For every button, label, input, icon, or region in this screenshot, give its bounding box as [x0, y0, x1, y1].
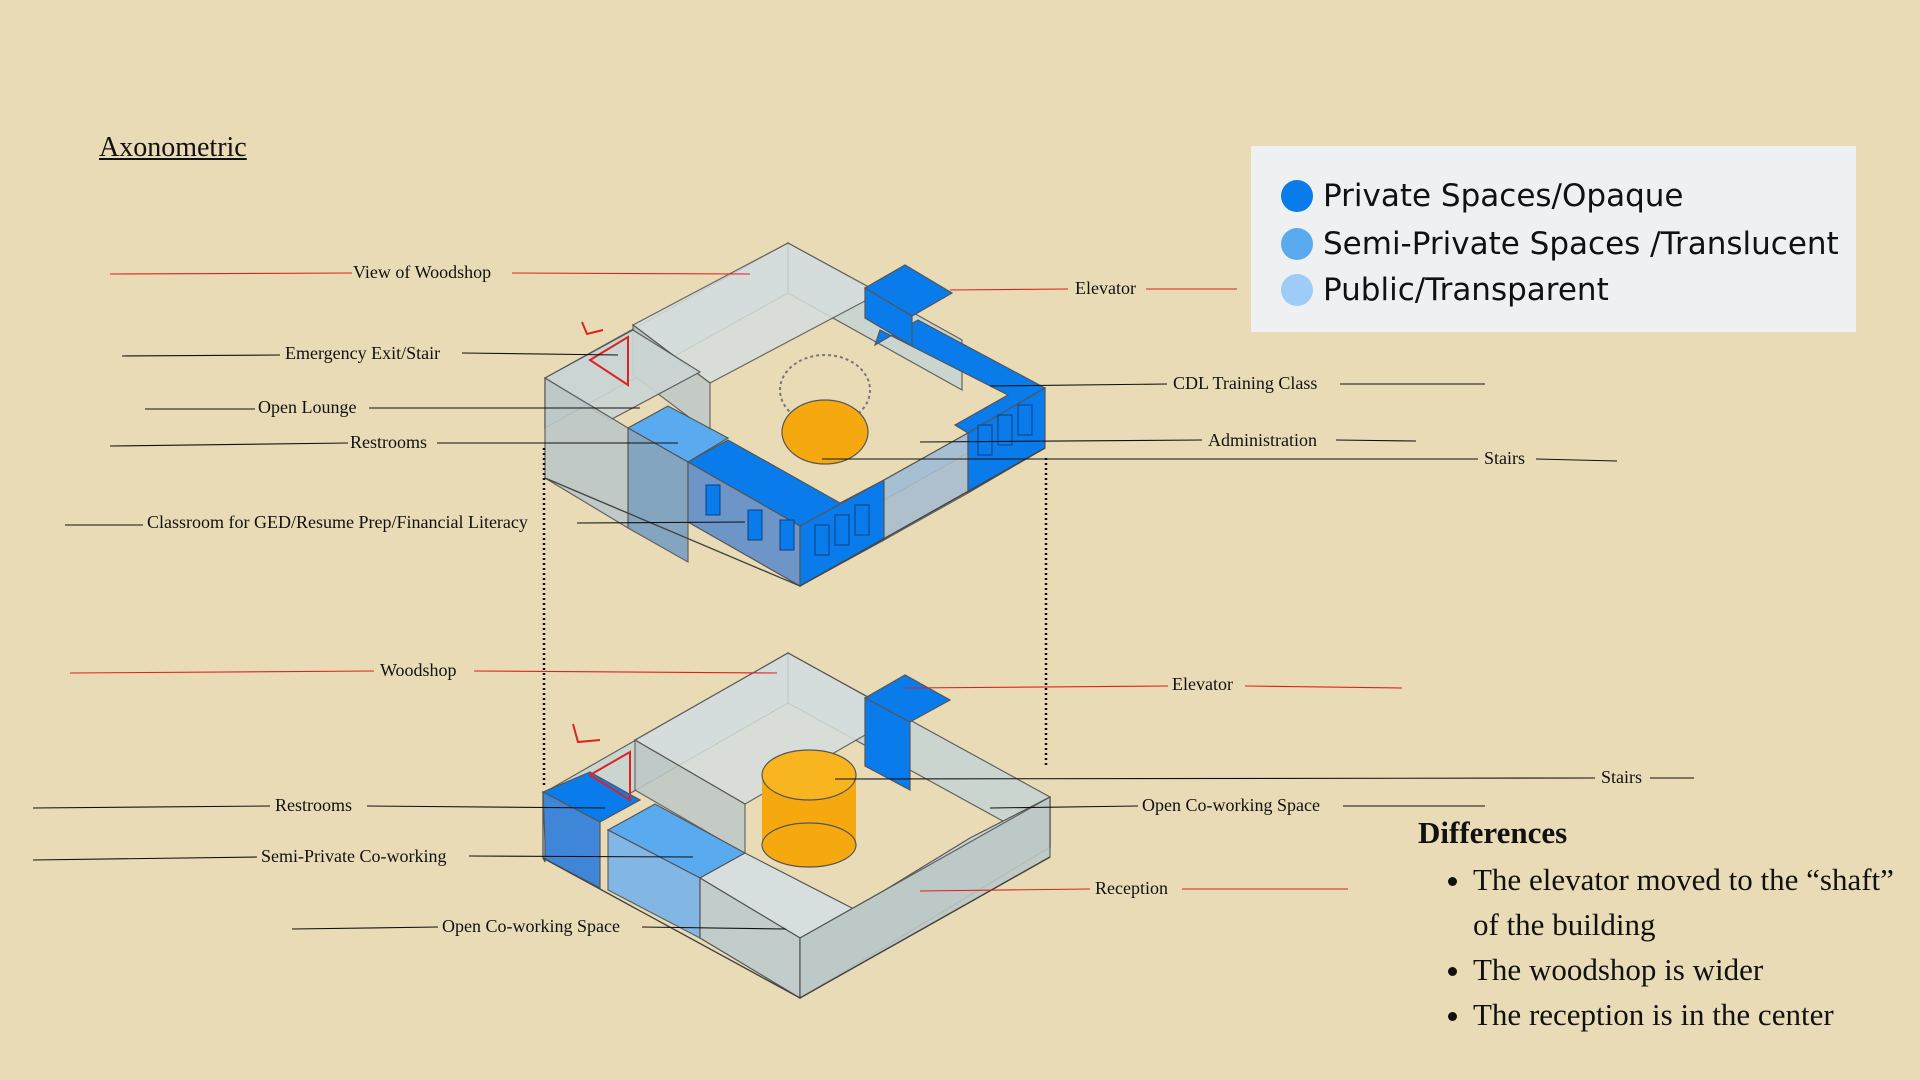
window	[1017, 404, 1033, 436]
upper-left-wall	[544, 376, 629, 530]
leader-emergency-exit	[121, 354, 281, 357]
lower-floor	[541, 651, 1051, 1000]
window	[814, 524, 830, 556]
label-semi-private-coworking: Semi-Private Co-working	[261, 846, 447, 866]
leader-elevator-lower	[904, 685, 1169, 689]
list-item: The woodshop is wider	[1473, 947, 1898, 992]
leader-woodshop	[69, 670, 375, 674]
label-view-of-woodshop: View of Woodshop	[353, 262, 492, 282]
leader-restrooms-lower-right	[366, 805, 606, 809]
upper-elevator-front	[864, 286, 913, 348]
leader-open-coworking-lower-right	[641, 926, 787, 930]
leader-emergency-exit-right	[461, 352, 619, 356]
legend-dot-private	[1281, 180, 1313, 212]
leader-lines	[32, 272, 1694, 930]
upper-exit-red-marker	[588, 335, 629, 387]
legend: Private Spaces/Opaque Semi-Private Space…	[1251, 146, 1856, 332]
label-open-lounge: Open Lounge	[258, 397, 357, 417]
list-item: The elevator moved to the “shaft” of the…	[1473, 857, 1898, 947]
label-elevator-upper: Elevator	[1075, 278, 1136, 298]
label-woodshop: Woodshop	[380, 660, 457, 680]
label-stairs-lower: Stairs	[1601, 767, 1643, 787]
leader-admin-right	[1335, 439, 1417, 442]
leader-view-woodshop	[109, 272, 353, 275]
label-emergency-exit-stair: Emergency Exit/Stair	[285, 343, 441, 363]
leader-semiprivate	[32, 856, 258, 861]
legend-dot-semi-private	[1281, 228, 1313, 260]
label-reception: Reception	[1095, 878, 1168, 898]
leader-open-coworking-lower	[291, 926, 439, 930]
differences-list: The elevator moved to the “shaft” of the…	[1418, 857, 1898, 1037]
leader-semiprivate-right	[468, 855, 694, 858]
legend-label: Private Spaces/Opaque	[1323, 178, 1684, 214]
label-stairs-upper: Stairs	[1484, 448, 1526, 468]
label-open-coworking-right: Open Co-working Space	[1142, 795, 1320, 815]
upper-outline	[544, 447, 1046, 587]
label-restrooms-lower: Restrooms	[275, 795, 353, 815]
lower-left-wall	[542, 791, 546, 863]
legend-item-private: Private Spaces/Opaque	[1281, 178, 1683, 214]
list-item: The reception is in the center	[1473, 992, 1898, 1037]
leader-stairs-upper-right	[1535, 458, 1618, 462]
upper-exit-red-arrow	[581, 321, 604, 336]
lower-exit-red-arrow	[572, 723, 601, 744]
differences-heading: Differences	[1418, 815, 1568, 850]
legend-label: Semi-Private Spaces /Translucent	[1323, 226, 1839, 262]
legend-label: Public/Transparent	[1323, 272, 1609, 308]
window	[705, 484, 721, 516]
leader-reception	[919, 888, 1091, 892]
upper-cdl-top	[873, 319, 1047, 434]
differences-panel: Differences The elevator moved to the “s…	[1418, 815, 1898, 1037]
window	[997, 414, 1013, 446]
leader-woodshop-right	[473, 670, 778, 674]
upper-admin-front	[883, 431, 969, 542]
legend-item-public: Public/Transparent	[1281, 272, 1609, 308]
label-administration: Administration	[1208, 430, 1317, 450]
legend-item-semi-private: Semi-Private Spaces /Translucent	[1281, 226, 1839, 262]
lower-exit-red-marker	[588, 750, 631, 802]
leader-elevator-lower-right	[1244, 685, 1403, 689]
label-cdl-training: CDL Training Class	[1173, 373, 1318, 393]
window	[779, 519, 795, 551]
leader-cdl	[989, 383, 1168, 387]
legend-dot-public	[1281, 274, 1313, 306]
window	[747, 509, 763, 541]
window	[977, 424, 993, 456]
lower-elevator-cylinder-top	[761, 749, 857, 801]
lower-elevator-cylinder-bottom	[761, 822, 857, 868]
leader-open-coworking-right	[989, 805, 1139, 809]
lower-outline	[542, 856, 1051, 999]
lower-elevator-front	[864, 697, 911, 791]
upper-windows	[705, 404, 1033, 556]
window	[834, 514, 850, 546]
label-classroom: Classroom for GED/Resume Prep/Financial …	[147, 512, 528, 532]
leader-stairs-lower	[834, 777, 1596, 780]
label-restrooms-upper: Restrooms	[350, 432, 428, 452]
upper-elevator-cylinder	[781, 399, 869, 465]
upper-floor	[543, 241, 1047, 588]
label-elevator-lower: Elevator	[1172, 674, 1233, 694]
leader-elevator-upper	[949, 288, 1069, 291]
label-open-coworking-lower: Open Co-working Space	[442, 916, 620, 936]
leader-admin	[919, 439, 1203, 443]
page-title: Axonometric	[99, 132, 247, 163]
leader-restrooms-upper	[109, 442, 349, 447]
leader-view-woodshop-right	[511, 272, 751, 275]
leader-classroom-right	[576, 521, 746, 524]
leader-restrooms-lower	[32, 805, 271, 809]
window	[854, 504, 870, 536]
